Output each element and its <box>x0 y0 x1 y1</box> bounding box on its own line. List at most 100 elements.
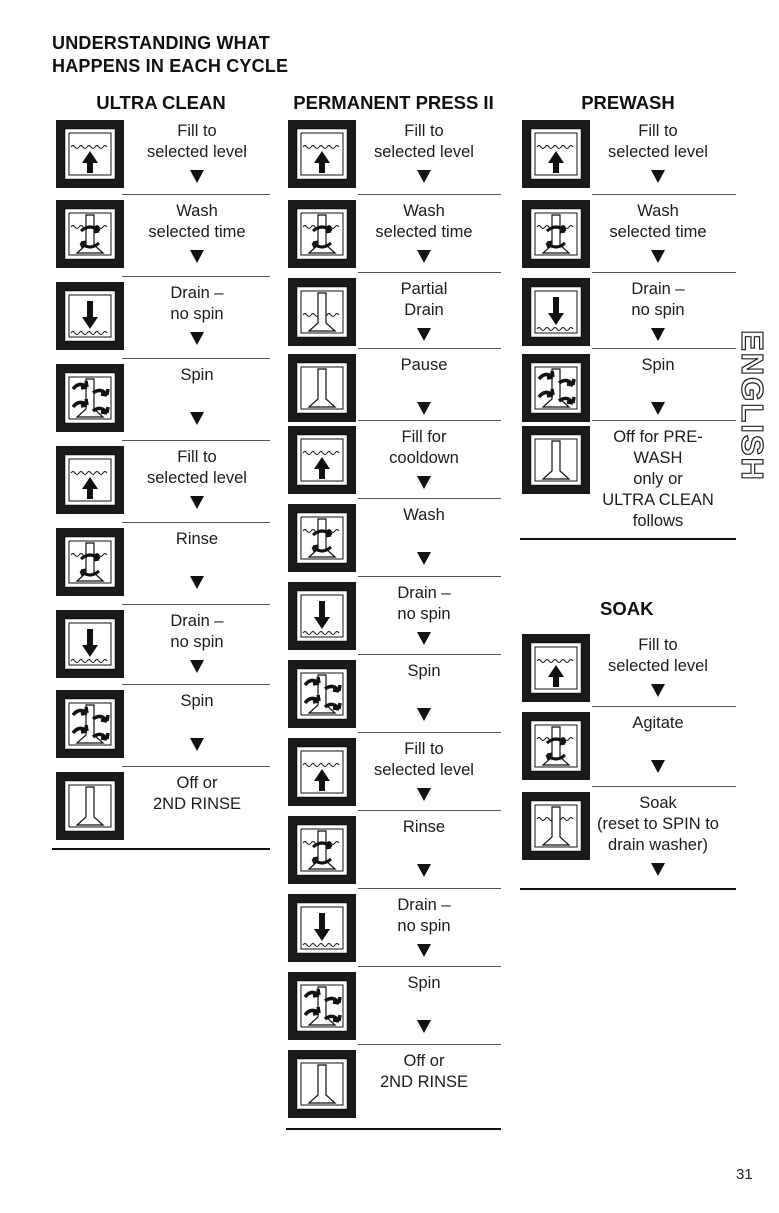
step-label-line: no spin <box>397 917 451 935</box>
step-label-line: Fill for <box>401 428 447 446</box>
step-label-line: ULTRA CLEAN <box>602 491 714 509</box>
step-divider <box>122 358 270 359</box>
step-label-line: drain washer) <box>608 836 708 854</box>
step-label-line: Fill to <box>177 448 217 466</box>
drain-icon <box>56 610 124 678</box>
page-heading-line-2: HAPPENS IN EACH CYCLE <box>52 56 289 76</box>
down-arrow-icon <box>190 496 204 509</box>
step-label: Fill to selected level <box>122 121 272 163</box>
fill-icon <box>288 426 356 494</box>
step-label: Spin <box>356 661 492 682</box>
column-title: ULTRA CLEAN <box>96 92 226 113</box>
step-label-line: Wash <box>403 506 445 524</box>
step-label-line: Drain – <box>170 612 224 630</box>
off-icon <box>288 1050 356 1118</box>
step-divider <box>358 1044 501 1045</box>
down-arrow-icon <box>651 250 665 263</box>
step-divider <box>358 420 501 421</box>
step-label-line: selected level <box>608 143 708 161</box>
down-arrow-icon <box>417 328 431 341</box>
down-arrow-icon <box>417 864 431 877</box>
step-label: Spin <box>356 973 492 994</box>
step-label-line: selected time <box>609 223 707 241</box>
step-label: Pause <box>356 355 492 376</box>
step-divider <box>358 888 501 889</box>
step-divider <box>358 732 501 733</box>
step-label-line: Spin <box>180 366 214 384</box>
step-divider <box>358 272 501 273</box>
step-label-line: no spin <box>170 305 224 323</box>
soak-icon <box>522 792 590 860</box>
fill-icon <box>522 120 590 188</box>
step-label-line: selected time <box>375 223 473 241</box>
step-label: Drain –no spin <box>356 583 492 625</box>
step-label-line: no spin <box>631 301 685 319</box>
drain-icon <box>522 278 590 346</box>
step-divider <box>122 522 270 523</box>
step-label-line: WASH <box>633 449 683 467</box>
step-label-line: Spin <box>180 692 214 710</box>
step-label-line: Drain – <box>397 896 451 914</box>
step-label-line: Drain <box>404 301 444 319</box>
step-label-line: selected level <box>608 657 708 675</box>
wash-icon <box>522 200 590 268</box>
step-label-line: follows <box>632 512 684 530</box>
step-divider <box>592 706 736 707</box>
step-divider <box>358 576 501 577</box>
step-divider <box>358 966 501 967</box>
step-label: Drain – no spin <box>356 895 492 937</box>
step-divider <box>122 684 270 685</box>
step-label-line: selected level <box>147 143 247 161</box>
drain-icon <box>288 582 356 650</box>
spin-icon <box>56 364 124 432</box>
off-icon <box>522 426 590 494</box>
fill-icon <box>288 738 356 806</box>
step-label-line: Off or <box>403 1052 445 1070</box>
down-arrow-icon <box>417 476 431 489</box>
spin-icon <box>56 690 124 758</box>
page-number: 31 <box>736 1166 753 1183</box>
step-divider <box>592 194 736 195</box>
step-label: Fill for cooldown <box>356 427 492 469</box>
down-arrow-icon <box>190 576 204 589</box>
pause-icon <box>288 354 356 422</box>
step-label-line: Fill to <box>177 122 217 140</box>
step-label: Agitate <box>590 713 726 734</box>
down-arrow-icon <box>417 944 431 957</box>
down-arrow-icon <box>651 684 665 697</box>
step-label: Spin <box>122 365 272 386</box>
step-divider <box>122 766 270 767</box>
step-divider <box>122 604 270 605</box>
step-label: Wash selected time <box>356 201 492 243</box>
down-arrow-icon <box>190 332 204 345</box>
step-label: Drain –no spin <box>122 283 272 325</box>
step-divider <box>592 348 736 349</box>
step-label: Spin <box>122 691 272 712</box>
step-label-line: (reset to SPIN to <box>597 815 719 833</box>
step-divider <box>122 276 270 277</box>
wash-icon <box>288 504 356 572</box>
step-divider <box>358 194 501 195</box>
step-label-line: Spin <box>641 356 675 374</box>
step-label-line: selected level <box>374 143 474 161</box>
step-label-line: Partial <box>400 280 448 298</box>
step-label-line: selected level <box>147 469 247 487</box>
step-divider <box>358 348 501 349</box>
step-label-line: Rinse <box>175 530 219 548</box>
step-label-line: cooldown <box>389 449 459 467</box>
step-label-line: Fill to <box>404 122 444 140</box>
step-divider <box>592 272 736 273</box>
step-label-line: Wash <box>637 202 679 220</box>
step-label: Fill to selected level <box>356 121 492 163</box>
partial-drain-icon <box>288 278 356 346</box>
step-label-line: Wash <box>403 202 445 220</box>
rinse-icon <box>56 528 124 596</box>
